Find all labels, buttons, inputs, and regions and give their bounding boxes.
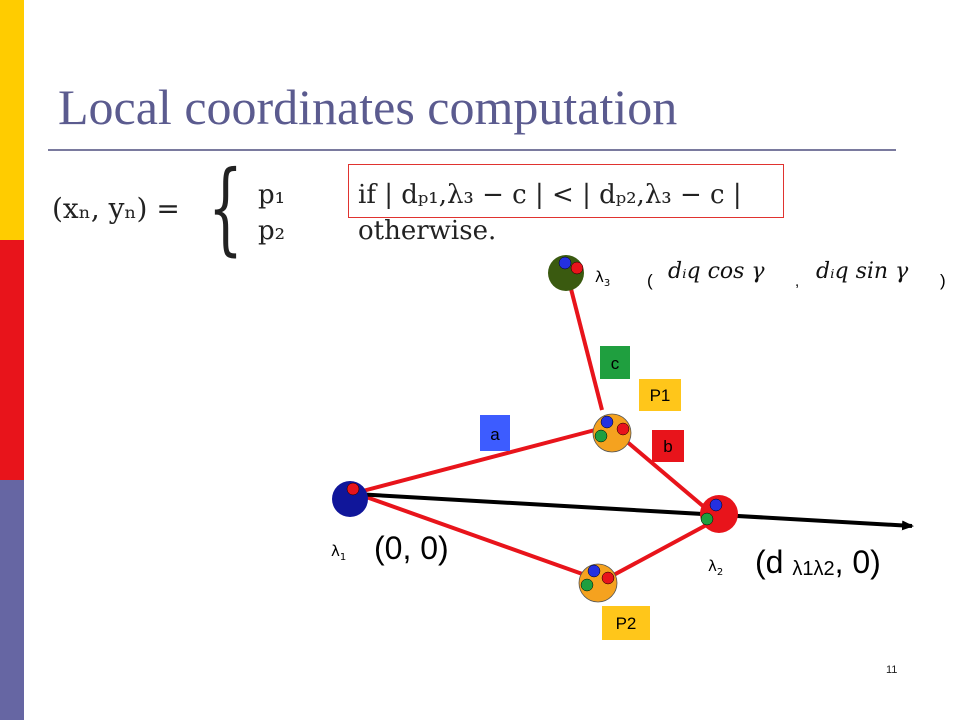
- label-b: b: [663, 437, 672, 456]
- lambda3-coord-sep: ,: [795, 273, 799, 290]
- formula-case2-value: p₂: [258, 216, 286, 246]
- label-a-box: [480, 415, 510, 451]
- edge-p2-lambda2: [607, 520, 713, 580]
- formula-case1-value: p₁: [258, 180, 286, 210]
- title-divider: [48, 149, 896, 151]
- accent-bar-purple: [0, 480, 24, 720]
- label-p1-box: [639, 379, 681, 411]
- lambda3-coord-open: (: [647, 271, 653, 290]
- formula-lhs: (xₙ, yₙ) =: [52, 192, 180, 225]
- p1-node: [592, 413, 632, 453]
- label-p2: P2: [616, 614, 637, 633]
- edge-a: [354, 428, 596, 495]
- label-p2-box: [602, 606, 650, 640]
- label-a: a: [490, 425, 500, 444]
- label-b-box: [652, 430, 684, 462]
- p2-node: [578, 563, 618, 603]
- edge-lambda1-p2: [354, 491, 589, 578]
- lambda2-label: λ2: [708, 557, 723, 578]
- formula-highlight-box: [348, 164, 784, 218]
- origin-coordinate: (0, 0): [374, 530, 449, 566]
- formula-brace: {: [208, 149, 243, 266]
- lambda1-node: [332, 481, 368, 517]
- edge-c: [568, 284, 604, 411]
- accent-bar-yellow: [0, 0, 24, 240]
- lambda3-coord-close: ): [940, 271, 946, 290]
- label-c-box: [600, 346, 630, 379]
- accent-bar-red: [0, 240, 24, 480]
- lambda3-coord-x: dᵢq cos γ: [668, 259, 765, 284]
- formula-case1-condition: if | dₚ₁,λ₃ − c | < | dₚ₂,λ₃ − c |: [358, 180, 742, 210]
- page-number: 11: [886, 664, 898, 676]
- lambda2-coordinate: (d λ1λ2, 0): [755, 544, 881, 580]
- slide-title: Local coordinates computation: [58, 79, 678, 135]
- lambda2-node: [700, 495, 738, 533]
- lambda3-node: [548, 255, 584, 291]
- lambda3-label: λ3: [595, 268, 610, 289]
- lambda1-label: λ1: [331, 542, 346, 563]
- label-p1: P1: [650, 386, 671, 405]
- lambda3-coord-y: dᵢq sin γ: [816, 259, 909, 284]
- formula-case2-condition: otherwise.: [358, 216, 497, 246]
- x-axis-arrow: [354, 492, 914, 531]
- label-c: c: [611, 354, 620, 373]
- edge-b: [623, 438, 712, 514]
